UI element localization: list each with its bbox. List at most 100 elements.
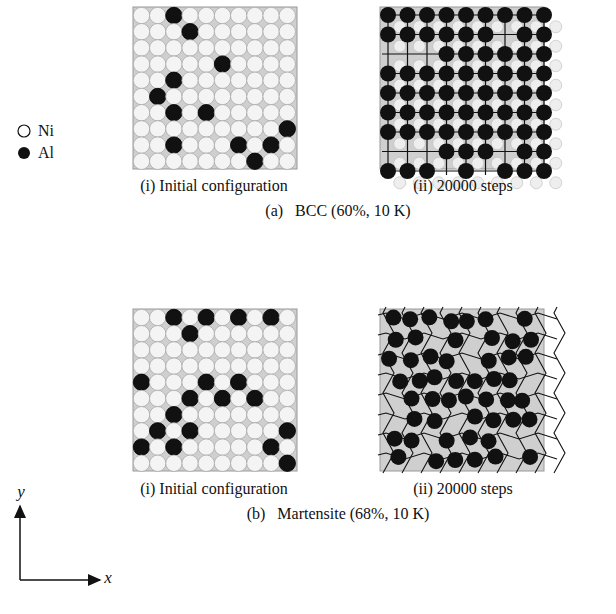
ni-atom xyxy=(166,342,182,358)
al-atom xyxy=(478,311,494,327)
ni-atom xyxy=(198,121,214,137)
ni-atom xyxy=(550,79,562,91)
al-atom xyxy=(467,373,483,389)
al-atom xyxy=(214,390,230,406)
ni-atom xyxy=(413,138,425,150)
ni-atom xyxy=(279,24,295,40)
bond-line xyxy=(554,307,565,473)
al-atom xyxy=(419,7,435,23)
ni-atom xyxy=(550,118,562,130)
ni-atom xyxy=(166,88,182,104)
al-atom xyxy=(458,389,474,405)
al-atom xyxy=(279,121,295,137)
ni-atom xyxy=(231,88,247,104)
ni-atom xyxy=(214,121,230,137)
ni-atom xyxy=(182,407,198,423)
ni-atom xyxy=(198,342,214,358)
ni-atom xyxy=(150,72,166,88)
ni-atom xyxy=(263,7,279,23)
al-atom xyxy=(390,449,406,465)
ni-atom xyxy=(247,326,263,342)
ni-atom xyxy=(150,439,166,455)
ni-atom xyxy=(133,455,149,471)
ni-atom xyxy=(550,40,562,52)
ni-atom xyxy=(263,105,279,121)
ni-atom xyxy=(182,137,198,153)
al-atom xyxy=(441,392,457,408)
al-atom xyxy=(419,85,435,101)
ni-atom xyxy=(247,358,263,374)
al-atom xyxy=(419,66,435,82)
ni-atom xyxy=(182,439,198,455)
al-atom xyxy=(231,309,247,325)
ni-atom xyxy=(166,390,182,406)
ni-atom xyxy=(214,455,230,471)
ni-atom xyxy=(413,40,425,52)
al-atom xyxy=(536,27,552,43)
ni-atom xyxy=(231,407,247,423)
ni-atom xyxy=(198,40,214,56)
al-atom xyxy=(467,409,483,425)
ni-atom xyxy=(247,40,263,56)
al-atom xyxy=(198,309,214,325)
ni-atom xyxy=(231,7,247,23)
al-atom xyxy=(505,412,521,428)
al-atom xyxy=(406,411,422,427)
al-atom xyxy=(182,390,198,406)
al-atom xyxy=(497,105,513,121)
ni-atom xyxy=(133,309,149,325)
ni-atom xyxy=(279,56,295,72)
al-atom xyxy=(536,46,552,62)
ni-atom xyxy=(279,390,295,406)
ni-atom xyxy=(247,309,263,325)
al-atom xyxy=(387,431,403,447)
al-atom xyxy=(517,66,533,82)
ni-atom xyxy=(231,153,247,169)
ni-atom xyxy=(150,326,166,342)
al-atom xyxy=(458,124,474,140)
ni-atom xyxy=(198,7,214,23)
ni-atom xyxy=(133,358,149,374)
al-atom xyxy=(439,7,455,23)
al-atom xyxy=(150,88,166,104)
x-axis xyxy=(20,579,100,581)
al-atom xyxy=(459,313,475,329)
bond-line xyxy=(497,307,508,473)
ni-atom xyxy=(247,56,263,72)
panel-caption: (i) Initial configuration xyxy=(140,480,288,498)
al-atom xyxy=(497,163,513,179)
al-atom xyxy=(381,351,397,367)
ni-atom xyxy=(166,423,182,439)
ni-atom xyxy=(231,358,247,374)
ni-atom xyxy=(214,7,230,23)
al-atom xyxy=(517,144,533,160)
al-atom xyxy=(198,105,214,121)
al-atom xyxy=(517,311,533,327)
ni-atom xyxy=(263,342,279,358)
al-atom xyxy=(497,46,513,62)
al-atom xyxy=(497,7,513,23)
al-atom xyxy=(536,144,552,160)
al-atom xyxy=(439,46,455,62)
al-atom xyxy=(462,429,478,445)
ni-atom xyxy=(279,439,295,455)
al-atom xyxy=(478,391,494,407)
ni-atom xyxy=(182,374,198,390)
ni-atom xyxy=(491,138,503,150)
cell-background xyxy=(133,309,297,471)
ni-atom xyxy=(214,88,230,104)
ni-atom xyxy=(182,153,198,169)
al-atom xyxy=(380,85,396,101)
ni-atom xyxy=(182,121,198,137)
ni-atom xyxy=(231,423,247,439)
bond-line xyxy=(383,307,394,473)
ni-atom xyxy=(214,358,230,374)
al-atom xyxy=(385,310,401,326)
ni-atom xyxy=(214,40,230,56)
al-atom xyxy=(400,163,416,179)
al-atom xyxy=(478,144,494,160)
ni-atom xyxy=(133,407,149,423)
al-sample xyxy=(18,147,30,159)
ni-atom xyxy=(472,157,484,169)
